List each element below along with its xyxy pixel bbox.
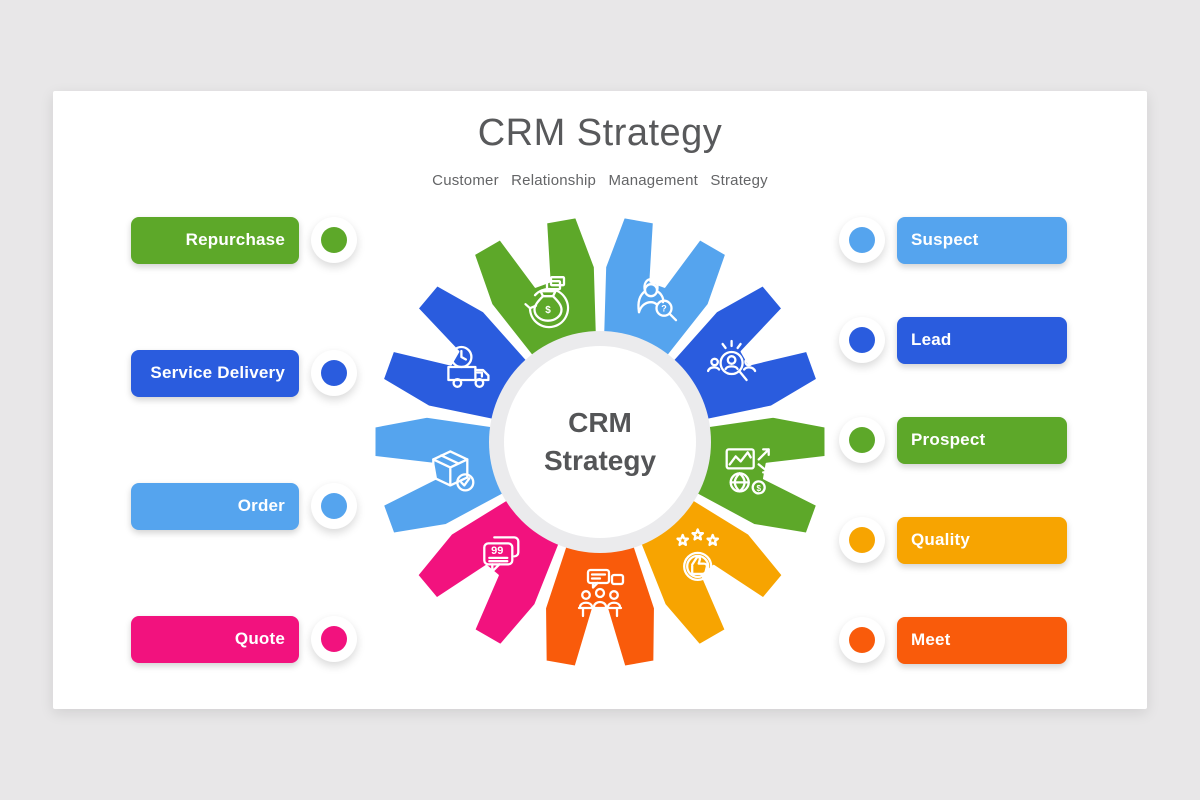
order-icon bbox=[432, 450, 475, 492]
label-dot-ring-repurchase bbox=[311, 217, 357, 263]
label-pill-text-order: Order bbox=[237, 496, 285, 515]
label-dot-ring-prospect bbox=[839, 417, 885, 463]
repurchase-icon: $ bbox=[524, 276, 570, 329]
label-pill-text-prospect: Prospect bbox=[911, 430, 986, 449]
label-pill-suspect: Suspect bbox=[897, 216, 1067, 264]
label-pill-text-service-delivery: Service Delivery bbox=[150, 363, 285, 382]
label-dot-repurchase bbox=[321, 227, 347, 253]
label-dot-order bbox=[321, 493, 347, 519]
label-dot-meet bbox=[849, 627, 875, 653]
label-dot-lead bbox=[849, 327, 875, 353]
label-dot-prospect bbox=[849, 427, 875, 453]
svg-text:99: 99 bbox=[491, 545, 503, 557]
label-dot-ring-order bbox=[311, 483, 357, 529]
label-dot-ring-suspect bbox=[839, 217, 885, 263]
gear-center-label: CRM Strategy bbox=[500, 404, 700, 480]
page-title: CRM Strategy bbox=[477, 112, 723, 154]
label-pill-text-repurchase: Repurchase bbox=[185, 230, 285, 249]
label-pill-service-delivery: Service Delivery bbox=[131, 349, 299, 397]
gear-center-line-1: CRM bbox=[568, 407, 632, 438]
label-pill-prospect: Prospect bbox=[897, 416, 1067, 464]
label-pill-order: Order bbox=[131, 482, 299, 530]
label-pill-meet: Meet bbox=[897, 616, 1067, 664]
label-pill-text-suspect: Suspect bbox=[911, 230, 979, 249]
label-dot-ring-quote bbox=[311, 616, 357, 662]
gear-center-line-2: Strategy bbox=[543, 445, 657, 476]
center-circle bbox=[504, 346, 696, 538]
crm-gear-diagram: ? $99 $ bbox=[373, 216, 827, 668]
lead-icon bbox=[706, 339, 757, 382]
page-subtitle: Customer Relationship Management Strateg… bbox=[432, 172, 768, 189]
svg-text:?: ? bbox=[661, 304, 667, 314]
label-pill-text-quote: Quote bbox=[234, 629, 285, 648]
service-delivery-icon bbox=[447, 345, 490, 388]
label-dot-quality bbox=[849, 527, 875, 553]
suspect-icon: ? bbox=[637, 278, 678, 322]
label-dot-service-delivery bbox=[321, 360, 347, 386]
label-dot-ring-meet bbox=[839, 617, 885, 663]
label-dot-ring-quality bbox=[839, 517, 885, 563]
svg-text:$: $ bbox=[756, 484, 761, 493]
label-pill-quote: Quote bbox=[131, 615, 299, 663]
label-dot-quote bbox=[321, 626, 347, 652]
label-pill-repurchase: Repurchase bbox=[131, 216, 299, 264]
label-pill-text-meet: Meet bbox=[911, 630, 951, 649]
label-pill-text-quality: Quality bbox=[911, 530, 971, 549]
prospect-icon: $ bbox=[725, 448, 770, 495]
label-dot-suspect bbox=[849, 227, 875, 253]
label-dot-ring-lead bbox=[839, 317, 885, 363]
label-dot-ring-service-delivery bbox=[311, 350, 357, 396]
svg-text:$: $ bbox=[545, 305, 551, 316]
quality-icon bbox=[676, 528, 720, 582]
meet-icon bbox=[577, 568, 625, 618]
quote-icon: 99 bbox=[483, 536, 520, 573]
label-pill-lead: Lead bbox=[897, 316, 1067, 364]
label-pill-quality: Quality bbox=[897, 516, 1067, 564]
label-pill-text-lead: Lead bbox=[911, 330, 952, 349]
